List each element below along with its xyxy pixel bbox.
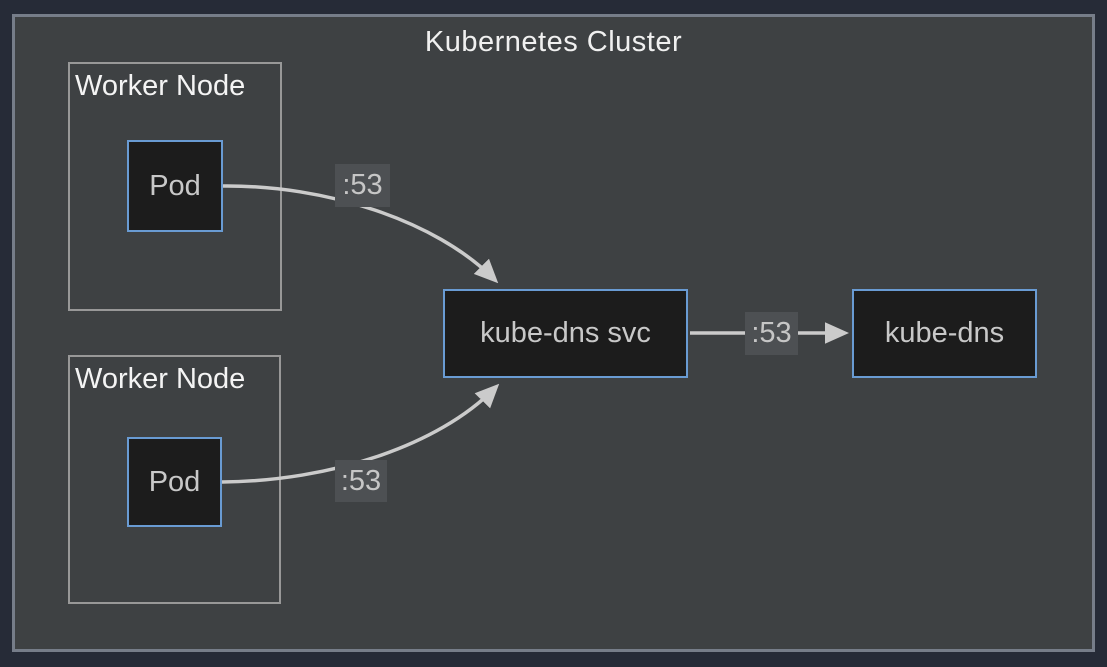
cluster-title: Kubernetes Cluster — [424, 26, 683, 58]
node-kube-dns-svc-label: kube-dns svc — [480, 317, 651, 349]
edge-label-pod2-port: :53 — [335, 460, 387, 502]
node-pod-1-label: Pod — [149, 169, 201, 202]
node-pod-1: Pod — [127, 140, 223, 232]
edge-label-pod1-port: :53 — [335, 164, 390, 207]
worker-node-1-label: Worker Node — [75, 70, 246, 102]
node-pod-2: Pod — [127, 437, 222, 527]
node-kube-dns-svc: kube-dns svc — [443, 289, 688, 378]
worker-node-2: Worker Node — [68, 355, 281, 604]
edge-label-svc-port: :53 — [745, 312, 798, 355]
node-pod-2-label: Pod — [148, 465, 201, 498]
node-kube-dns-label: kube-dns — [884, 317, 1005, 349]
worker-node-2-label: Worker Node — [75, 363, 246, 395]
worker-node-1: Worker Node — [68, 62, 282, 311]
node-kube-dns: kube-dns — [852, 289, 1037, 378]
